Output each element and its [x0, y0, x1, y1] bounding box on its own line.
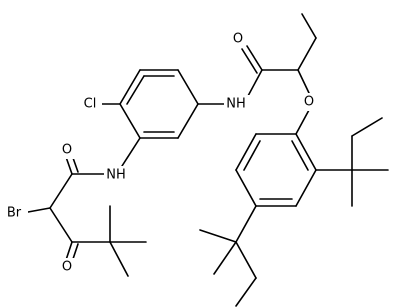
ring-b-bond-6: [295, 133, 317, 171]
atom-label-lower-o: O: [60, 141, 76, 159]
lower-amide-nh-label: NH: [106, 168, 126, 183]
upper-carbonyl-double-bond-b: [241, 48, 258, 74]
ring-a-bond-5: [119, 103, 141, 139]
di-tert-pentylphenyl-ring: [235, 133, 317, 207]
c-br-bond: [27, 207, 51, 213]
quat-c1-ch2-to-ch3-bond: [351, 117, 383, 137]
bromine-label: Br: [7, 206, 22, 221]
ether-o-to-ring-bond: [295, 109, 310, 135]
ring-to-quat-c2-bond: [235, 205, 257, 243]
ring-b-bond-3: [235, 169, 257, 207]
quat-c2-methyl-left-bond: [199, 229, 237, 243]
ch2-to-ch3-bond: [301, 13, 317, 39]
upper-carbonyl-double-bond-a: [246, 45, 263, 71]
chlorophenyl-ring: [119, 69, 199, 139]
atom-label-br: Br: [2, 204, 28, 222]
atom-label-ketone-o: O: [60, 258, 76, 276]
ring-a-bond-6: [119, 69, 141, 105]
lower-carbonyl-double-bond-a: [65, 156, 73, 175]
atom-label-cl: Cl: [80, 95, 102, 113]
atom-label-upper-nh: NH: [224, 95, 250, 113]
alpha-c-to-ch2-bond: [297, 37, 317, 71]
atom-label-ether-o: O: [300, 93, 316, 111]
ring-b-bond-2-inner: [243, 140, 261, 171]
carbonyl-to-chbr-bond: [49, 173, 73, 209]
ring-b-bond-2: [235, 133, 257, 171]
quat-c2-to-ch2-bond: [235, 241, 257, 279]
atom-label-lower-nh: NH: [104, 166, 130, 184]
ring-a-bond-2: [177, 69, 199, 105]
ring-b-bond-5: [295, 169, 317, 207]
ring-a-bond-3: [177, 103, 199, 139]
quat-c2-methyl-down-bond: [213, 241, 237, 275]
lower-amide-oxygen-label: O: [62, 143, 72, 158]
upper-amide-nh-label: NH: [226, 97, 246, 112]
ketone-double-bond-a: [65, 241, 73, 261]
alpha-c-to-ether-o-bond: [297, 69, 310, 94]
ketone-oxygen-label: O: [62, 260, 72, 275]
upper-amide-oxygen-label: O: [233, 32, 243, 47]
ring-to-lower-nh-bond: [121, 137, 141, 167]
chlorine-label: Cl: [84, 97, 97, 112]
tbu-methyl-down-bond: [109, 241, 129, 277]
atom-label-upper-o: O: [230, 30, 246, 48]
ring-a-bond-6-inner: [126, 75, 145, 105]
quat-c2-ch2-to-ch3-bond: [235, 277, 257, 307]
ether-oxygen-label: O: [304, 95, 314, 110]
chbr-to-ketone-c-bond: [49, 207, 73, 243]
ring-b-bond-6-inner: [291, 140, 309, 171]
upper-nh-to-carbonyl-bond: [247, 69, 263, 97]
